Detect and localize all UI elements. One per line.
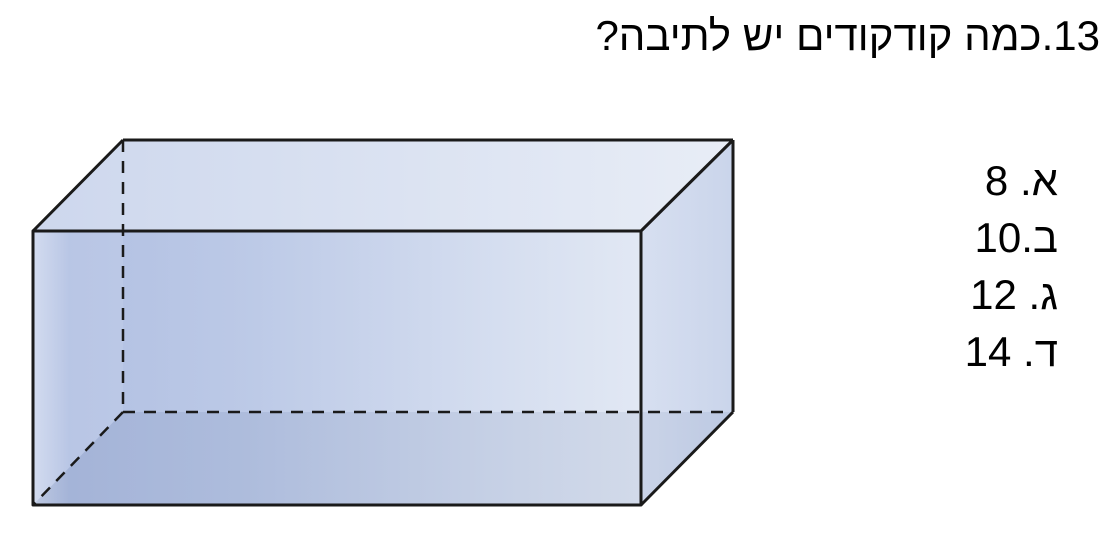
answer-options: א. 8 ב.10 ג. 12 ד. 14 (965, 152, 1058, 380)
option-b: ב.10 (974, 214, 1058, 261)
box-hidden-edges (32, 140, 733, 506)
rectangular-box-figure (31, 138, 735, 507)
question-text: 13.כמה קודקודים יש לתיבה? (595, 12, 1100, 59)
option-c: ג. 12 (970, 271, 1058, 318)
option-a: א. 8 (984, 157, 1058, 204)
box-side-face (641, 140, 733, 505)
box-visible-edges (31, 138, 735, 507)
box-top-face (33, 140, 733, 231)
box-front-face (33, 231, 641, 505)
option-d: ד. 14 (964, 328, 1058, 375)
